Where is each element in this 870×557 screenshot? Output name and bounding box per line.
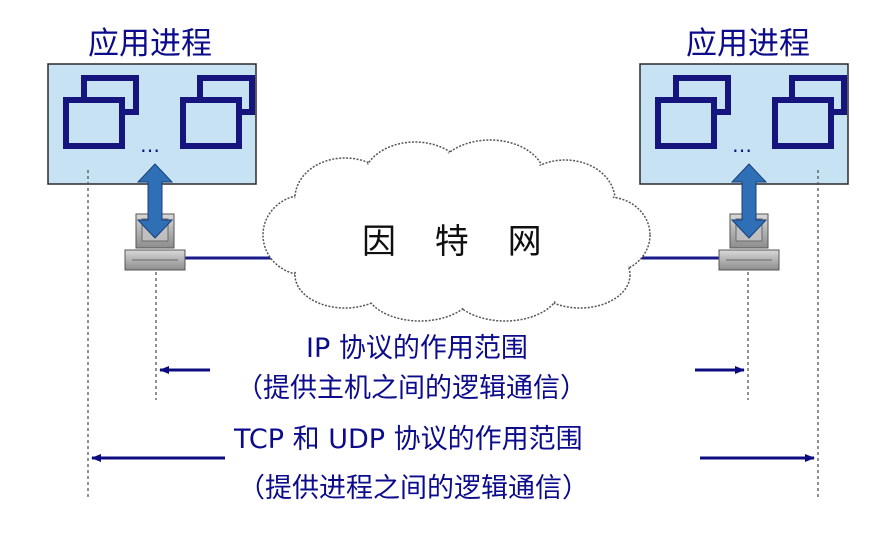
ip-scope-title: IP 协议的作用范围 bbox=[298, 326, 536, 365]
left-vertical-double-arrow bbox=[136, 163, 174, 239]
left-process-window-2 bbox=[180, 75, 255, 149]
left-process-ellipsis: … bbox=[140, 133, 160, 157]
ip-scope-subtitle: （提供主机之间的逻辑通信） bbox=[228, 366, 595, 405]
right-process-title: 应用进程 bbox=[686, 26, 810, 62]
right-process-window-1 bbox=[655, 75, 731, 149]
internet-label: 因 特 网 bbox=[362, 222, 556, 262]
transport-scope-subtitle: （提供进程之间的逻辑通信） bbox=[230, 466, 597, 505]
internet-cloud-fill bbox=[265, 142, 648, 319]
right-vertical-double-arrow bbox=[730, 163, 768, 239]
left-process-window-1 bbox=[63, 75, 139, 149]
right-process-window-2 bbox=[772, 75, 847, 149]
right-process-ellipsis: … bbox=[732, 133, 752, 157]
left-process-title: 应用进程 bbox=[88, 26, 212, 62]
transport-scope-title: TCP 和 UDP 协议的作用范围 bbox=[226, 417, 591, 456]
